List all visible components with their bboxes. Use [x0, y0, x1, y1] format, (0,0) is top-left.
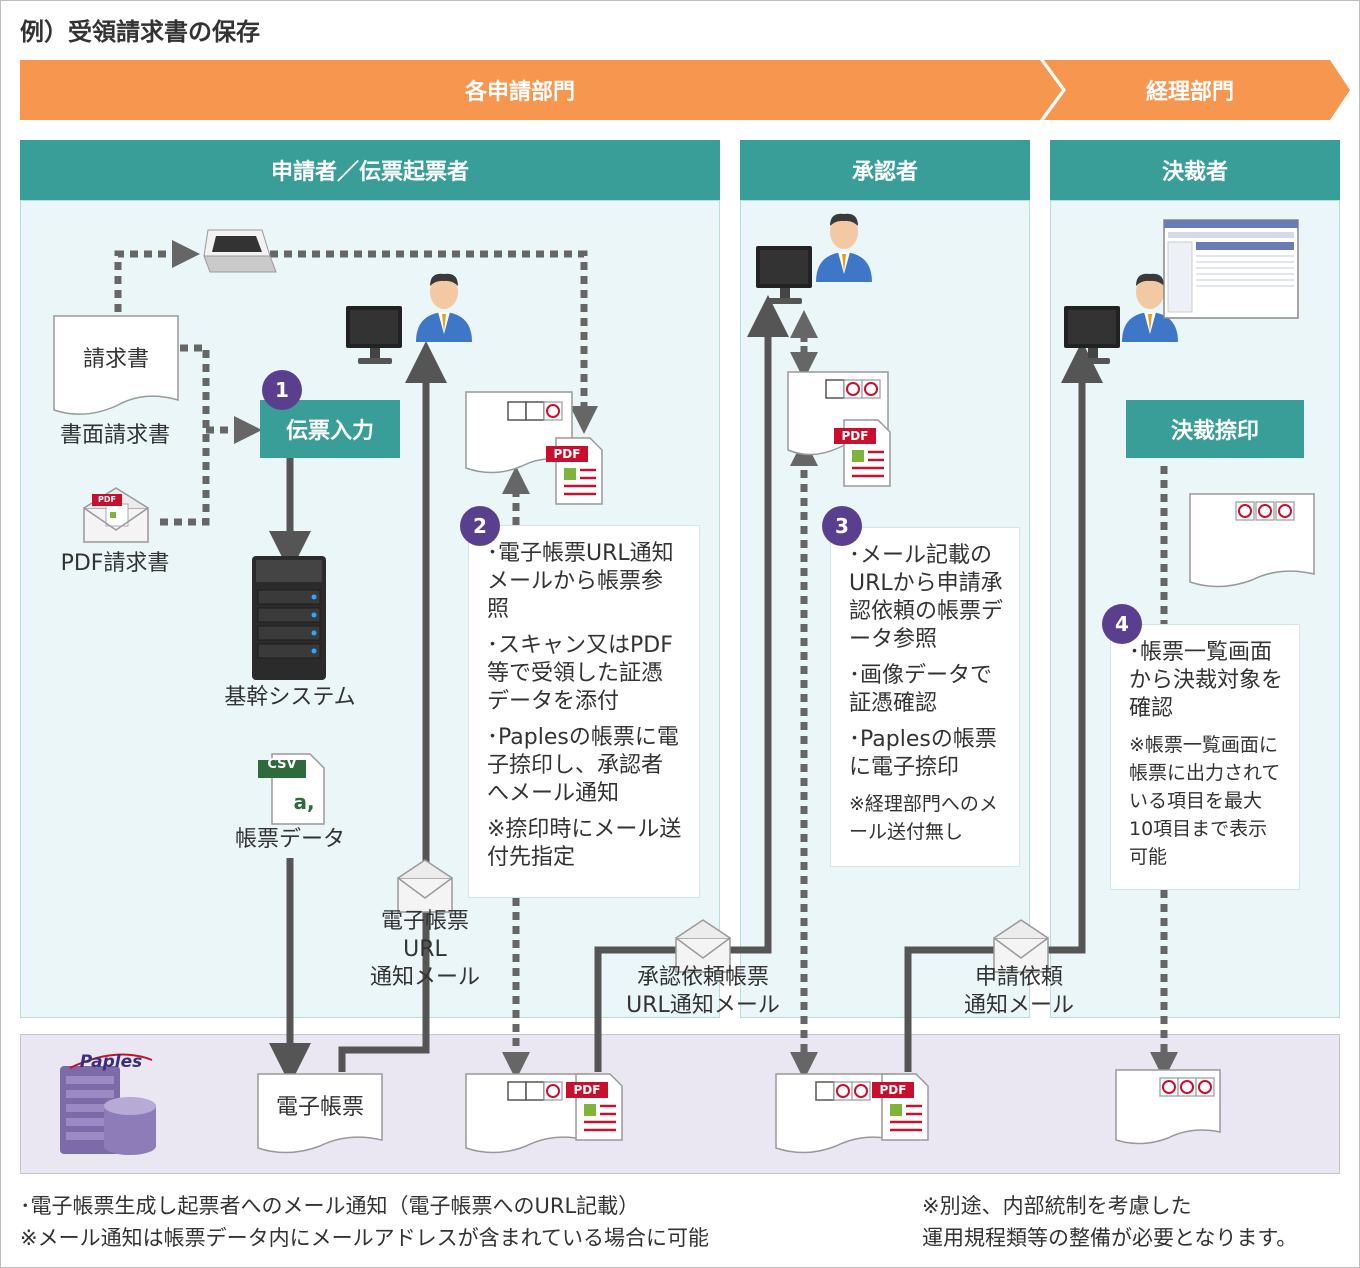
- step3-note: ･メール記載のURLから申請承認依頼の帳票データ参照 ･画像データで証憑確認 ･…: [830, 527, 1020, 867]
- step-4-badge: 4: [1102, 604, 1142, 644]
- applicant-person-icon: [416, 273, 472, 342]
- pdf-tag: PDF: [553, 447, 581, 461]
- invoice-label: 請求書: [82, 347, 149, 372]
- flow-invoices-bracket: [156, 344, 210, 526]
- paper-invoice-label: 書面請求書: [59, 423, 170, 448]
- form-list-screen-icon: [1163, 219, 1299, 319]
- dept-left: 各申請部門: [464, 80, 575, 105]
- paples-db-icon: [60, 1053, 156, 1155]
- lane-header-applicant: 申請者／伝票起票者: [20, 140, 720, 200]
- pdf-tag: PDF: [98, 495, 116, 504]
- csv-tag: CSV: [267, 757, 297, 772]
- mail-icon: [397, 859, 453, 913]
- dept-right: 経理部門: [1145, 80, 1234, 105]
- e-form-icon: [257, 1073, 383, 1154]
- step4-note: ･帳票一覧画面から決裁対象を確認 ※帳票一覧画面に帳票に出力されている項目を最大…: [1110, 624, 1300, 890]
- pdf-invoice-envelope-icon: [83, 487, 149, 543]
- decision-stamp-box: 決裁捺印: [1126, 400, 1304, 458]
- csv-glyph: a,: [293, 790, 315, 814]
- pdf-tag: PDF: [841, 429, 869, 443]
- monitor-icon: [756, 246, 812, 304]
- step-2-badge: 2: [460, 506, 500, 546]
- monitor-icon: [1064, 306, 1120, 364]
- decider-form-icon: [1189, 493, 1315, 588]
- pdf-invoice-label: PDF請求書: [60, 551, 170, 576]
- decided-form-icon: [1115, 1069, 1221, 1145]
- flow-scanner-to-attachment: [270, 250, 598, 434]
- lane-header-approver: 承認者: [740, 140, 1030, 200]
- flow-invoice-to-scanner: [114, 240, 200, 312]
- scanner-icon: [203, 229, 277, 273]
- page-title: 例）受領請求書の保存: [20, 18, 260, 46]
- step-3-badge: 3: [822, 506, 862, 546]
- form-data-label: 帳票データ: [234, 827, 345, 852]
- core-system-label: 基幹システム: [224, 685, 356, 710]
- core-server-icon: [252, 556, 326, 680]
- pdf-tag: PDF: [573, 1083, 601, 1097]
- pdf-tag: PDF: [879, 1083, 907, 1097]
- csv-form-data-icon: [258, 753, 325, 825]
- step2-note: ･電子帳票URL通知メールから帳票参照 ･スキャン又はPDF等で受領した証憑デー…: [468, 525, 700, 898]
- paper-invoice-icon: [53, 315, 179, 415]
- e-form-label: 電子帳票: [275, 1095, 364, 1120]
- dotted-flows: [114, 240, 1178, 1080]
- paples-logo-text: Paples: [79, 1052, 143, 1072]
- footer-right: ※別途、内部統制を考慮した 運用規程類等の整備が必要となります。: [922, 1194, 1298, 1250]
- step-1-badge: 1: [262, 370, 302, 410]
- footer-left: ･電子帳票生成し起票者へのメール通知（電子帳票へのURL記載） ※メール通知は帳…: [20, 1194, 709, 1250]
- flow-mail-to-applicant: [338, 341, 447, 1072]
- lane-header-decider: 決裁者: [1050, 140, 1340, 200]
- mail3-label: 申請依頼通知メール: [963, 965, 1074, 1018]
- monitor-icon: [346, 306, 402, 364]
- approver-person-icon: [816, 213, 872, 282]
